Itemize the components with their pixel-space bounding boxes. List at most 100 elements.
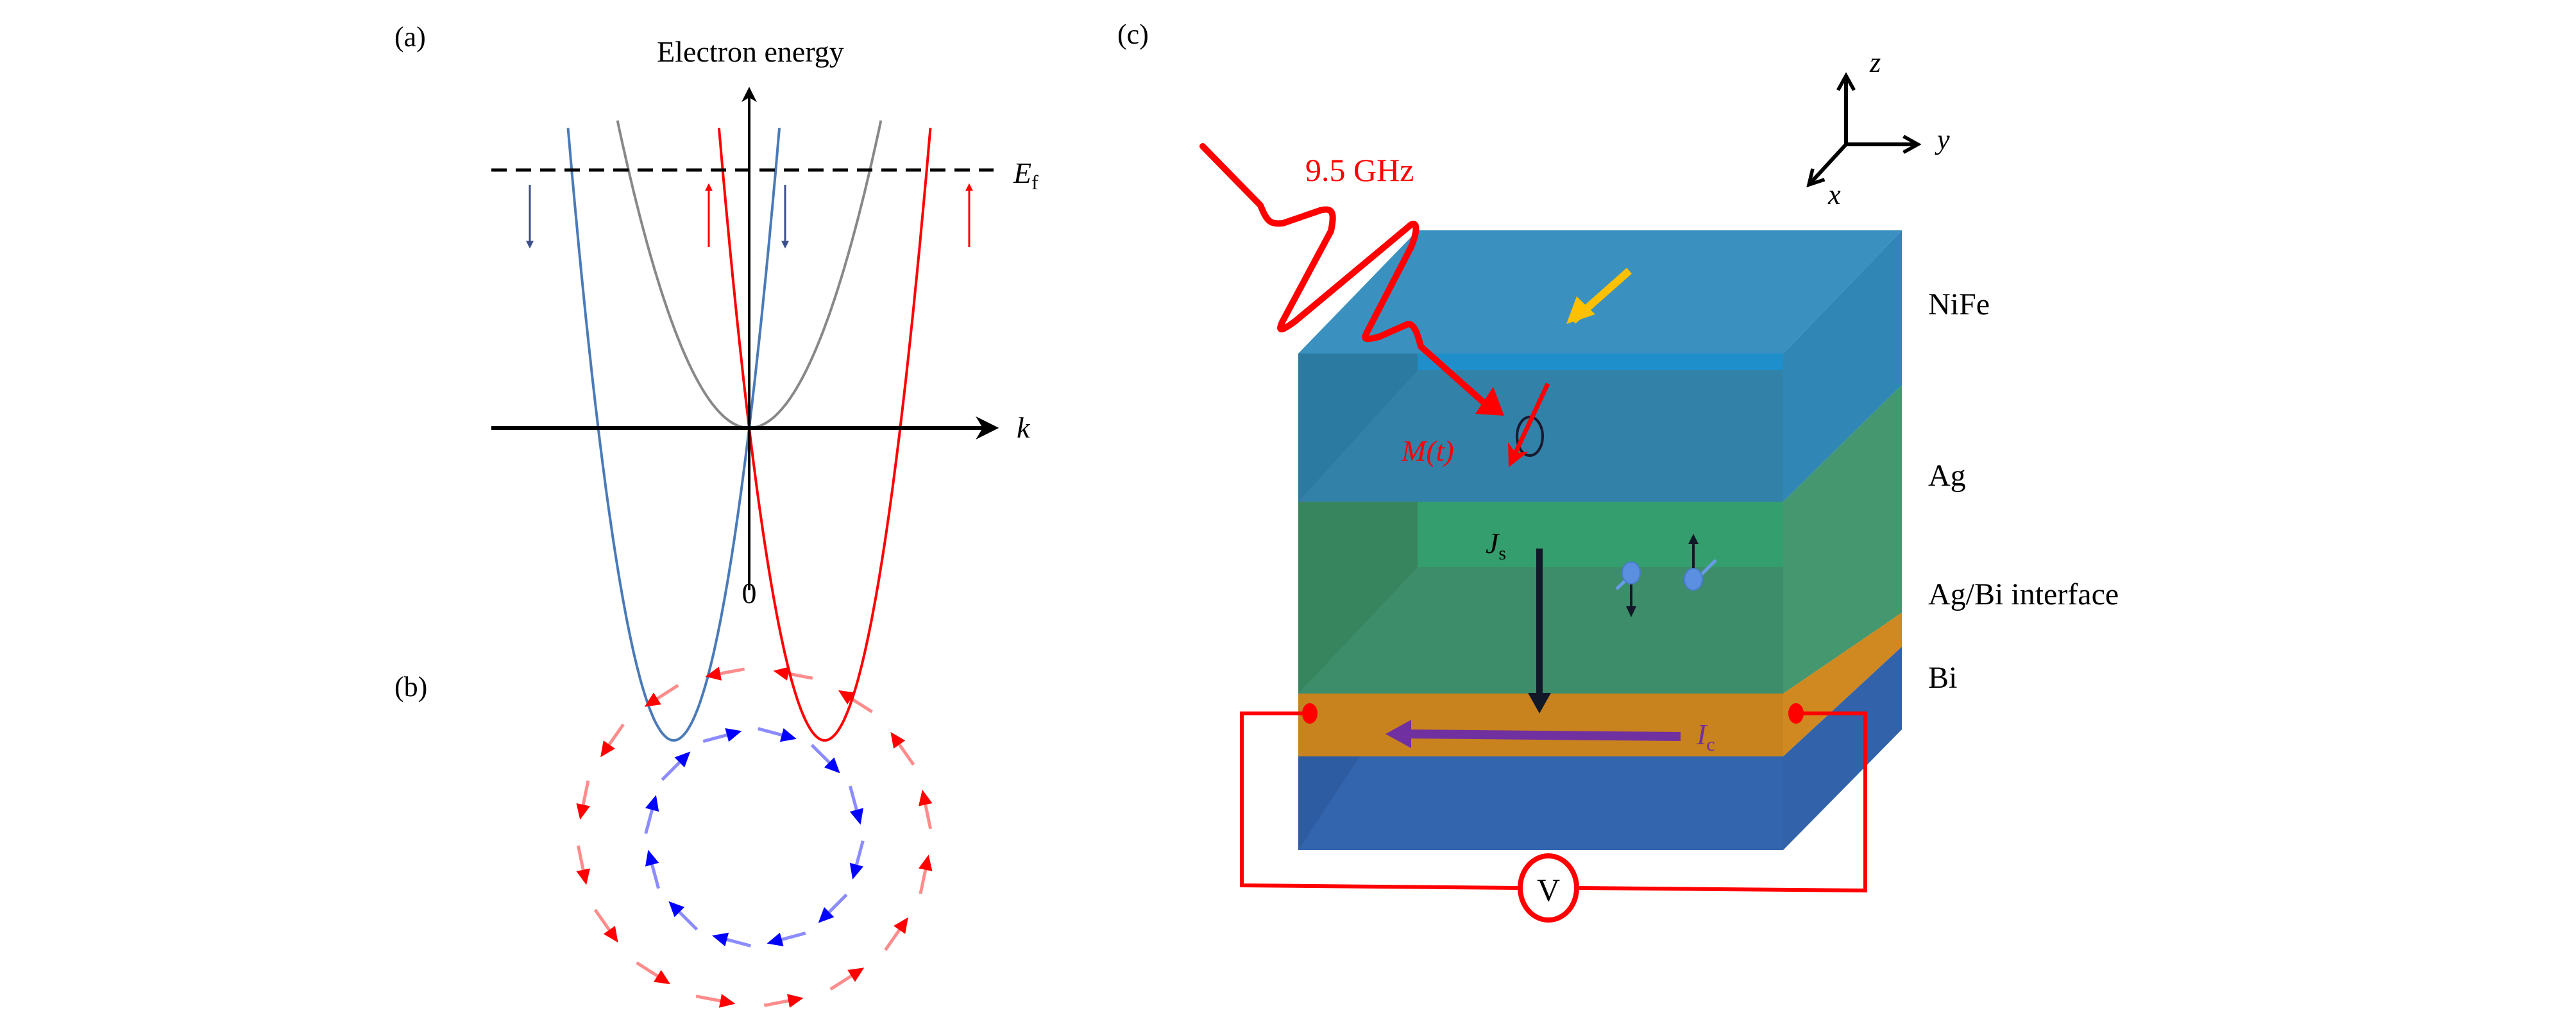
microwave-wave <box>1199 143 1495 413</box>
spin-arrow-icon <box>838 690 855 705</box>
spin-arrow-icon <box>576 868 590 885</box>
microwave-arrowhead-icon <box>1475 387 1504 416</box>
layer-label-interface: Ag/Bi interface <box>1928 577 2119 611</box>
nife-back-edge-highlight <box>1418 354 1783 370</box>
electron-icon <box>1622 561 1641 584</box>
spin-arrow-icon <box>919 789 933 806</box>
spin-arrow-tail <box>763 999 789 1007</box>
ag-side-face <box>1783 385 1902 694</box>
spin-arrow-icon <box>818 907 835 923</box>
spin-arrow-tail <box>810 744 831 764</box>
spin-arrow-tail <box>924 804 933 830</box>
spin-arrow-tail <box>644 809 654 835</box>
spin-arrow-tail <box>636 961 659 978</box>
spin-arrow-icon <box>718 994 736 1008</box>
spin-current-arrowhead-icon <box>1528 693 1551 713</box>
circuit-wire-right <box>1579 711 1867 893</box>
y-axis-label: y <box>1935 124 1950 155</box>
spin-arrow-icon <box>600 740 615 758</box>
contact-right <box>1788 703 1804 724</box>
panel-b-fermi-contours: (b) <box>394 667 933 1008</box>
spin-arrow-icon <box>767 932 784 946</box>
bi-front-face <box>1298 756 1783 850</box>
spin-arrow-tail <box>827 893 848 914</box>
bi-side-face <box>1783 647 1902 850</box>
spin-arrow-icon <box>668 901 685 917</box>
band-curve-down <box>566 128 781 742</box>
spin-arrow-tail <box>593 908 611 931</box>
spin-arrow-tail <box>788 672 813 680</box>
spin-arrow-icon <box>890 731 906 749</box>
ag-left-shade <box>1298 502 1418 694</box>
panel-c-label: (c) <box>1117 19 1149 50</box>
interface-side-face <box>1783 613 1902 756</box>
multilayer-stack <box>1298 230 1902 850</box>
spin-arrow-tail <box>656 683 679 700</box>
spin-arrow-tail <box>720 667 745 676</box>
spin-arrow-icon <box>849 862 863 880</box>
spin-arrow-tail <box>850 697 873 713</box>
spin-current-label: Js <box>1486 527 1506 564</box>
spin-texture-rings <box>576 667 933 1008</box>
magnetization-vector <box>1508 382 1550 468</box>
spin-arrow-icon <box>787 994 804 1008</box>
measurement-circuit: V <box>1240 703 1867 923</box>
spin-arrow-icon <box>603 926 618 943</box>
electron-icon <box>1684 568 1703 591</box>
layer-label-ag: Ag <box>1928 459 1966 493</box>
band-curve-up <box>717 128 932 742</box>
voltmeter-icon <box>1518 853 1579 923</box>
spin-arrow-icon <box>705 667 722 681</box>
spin-arrow-icon <box>654 969 671 985</box>
spin-electron-up <box>1684 534 1717 591</box>
k-axis-label: k <box>1017 411 1031 444</box>
spin-arrow-tail <box>829 975 852 991</box>
chart-title: Electron energy <box>657 35 844 68</box>
spin-arrow-tail <box>848 785 858 810</box>
spin-arrow-tail <box>650 864 661 889</box>
spin-electron-down <box>1615 561 1641 617</box>
spin-arrow-icon <box>824 757 840 774</box>
spin-arrow-tail <box>576 845 585 871</box>
spin-arrow-tail <box>854 840 865 865</box>
ag-back-band <box>1418 502 1783 567</box>
spin-arrow-tail <box>702 733 727 744</box>
z-axis-label: z <box>1869 47 1881 78</box>
circuit-wire-left <box>1240 711 1518 890</box>
spin-arrow-tail <box>695 994 721 1003</box>
contact-left <box>1302 703 1318 724</box>
layer-label-nife: NiFe <box>1928 287 1990 321</box>
panel-a-label: (a) <box>394 21 426 53</box>
spin-arrow-icon <box>645 849 659 867</box>
x-axis-label: x <box>1827 179 1841 210</box>
spin-arrow-tail <box>757 727 783 737</box>
charge-current-arrow-shaft <box>1405 729 1681 741</box>
spin-arrow-icon <box>849 808 863 825</box>
nife-left-shade <box>1298 354 1418 502</box>
spin-arrow-icon <box>773 667 790 681</box>
spin-arrow-tail <box>884 928 901 951</box>
spin-arrow-icon <box>712 932 729 946</box>
x-axis-arrow <box>1809 142 1848 185</box>
spin-arrow-tail <box>919 869 928 894</box>
spin-arrow-tail <box>607 723 625 746</box>
spin-arrow-icon <box>576 803 590 820</box>
spin-arrow-tail <box>898 744 915 766</box>
nife-side-face <box>1783 230 1902 502</box>
spin-arrow-icon <box>894 917 908 934</box>
spin-arrow-icon <box>919 855 933 871</box>
panel-c-device-schematic: (c) z y x <box>1117 19 2119 923</box>
spin-arrow-tail <box>726 937 752 948</box>
panel-a-band-structure: (a) Electron energy Ef k 0 <box>394 21 1038 742</box>
spin-arrow-tail <box>661 761 681 781</box>
magnetization-label: M(t) <box>1401 434 1454 467</box>
origin-label: 0 <box>742 577 757 609</box>
spin-arrow-icon <box>644 692 661 707</box>
magnetic-field-arrow-icon <box>1566 296 1595 324</box>
layer-label-bi: Bi <box>1928 661 1957 695</box>
spin-arrow-tail <box>781 931 806 941</box>
charge-current-arrowhead-icon <box>1385 720 1411 748</box>
spin-arrow-icon <box>779 728 797 742</box>
spin-arrow-tail <box>678 910 699 931</box>
